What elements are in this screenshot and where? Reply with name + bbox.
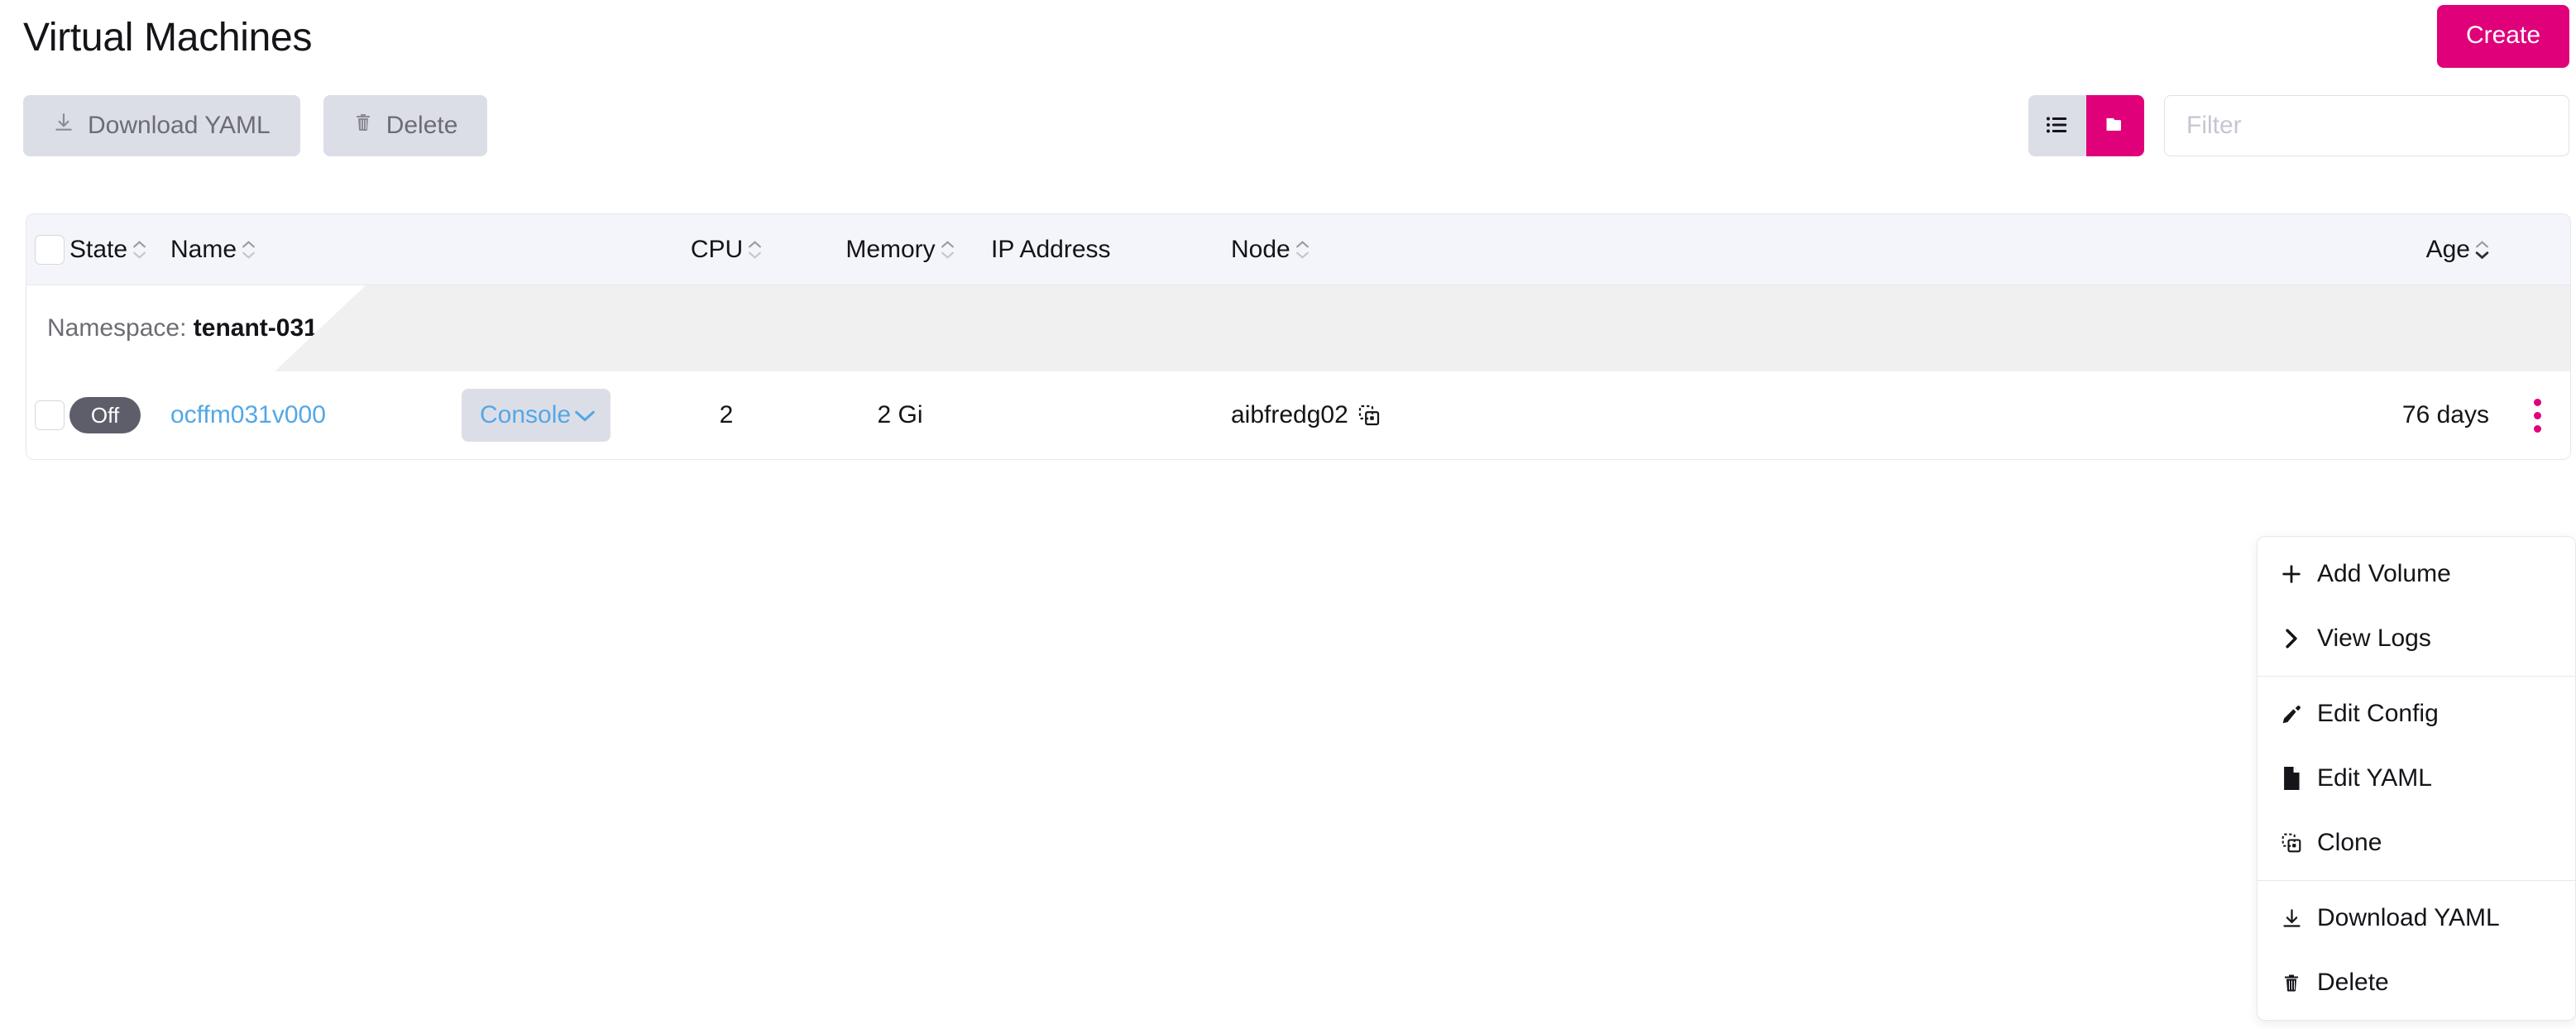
kebab-menu-icon[interactable] bbox=[2529, 394, 2546, 438]
download-yaml-label: Download YAML bbox=[88, 112, 271, 139]
page-title: Virtual Machines bbox=[23, 16, 313, 60]
cell-state: Off bbox=[69, 397, 170, 433]
row-checkbox[interactable] bbox=[35, 400, 65, 430]
kebab-dot bbox=[2533, 398, 2541, 406]
cell-actions bbox=[2504, 394, 2570, 438]
sort-icon-cpu[interactable] bbox=[748, 240, 762, 260]
delete-button[interactable]: Delete bbox=[323, 95, 488, 156]
list-view-button[interactable] bbox=[2028, 95, 2086, 156]
chevron-right-icon bbox=[2279, 628, 2304, 649]
menu-item-view-logs[interactable]: View Logs bbox=[2258, 606, 2575, 671]
table-row: Off ocffm031v000 Console 2 2 Gi aibfredg… bbox=[26, 371, 2570, 459]
copy-icon[interactable] bbox=[1357, 403, 1381, 428]
column-header-ip-address: IP Address bbox=[991, 236, 1231, 264]
menu-label-view-logs: View Logs bbox=[2317, 625, 2431, 652]
trash-icon bbox=[2279, 972, 2304, 994]
trash-icon bbox=[353, 112, 373, 140]
filter-input[interactable] bbox=[2164, 95, 2569, 156]
menu-item-edit-yaml[interactable]: Edit YAML bbox=[2258, 746, 2575, 811]
menu-item-edit-config[interactable]: Edit Config bbox=[2258, 682, 2575, 746]
menu-divider bbox=[2258, 676, 2575, 677]
column-label-cpu: CPU bbox=[690, 235, 744, 263]
column-header-memory[interactable]: Memory bbox=[809, 236, 991, 264]
delete-label: Delete bbox=[385, 112, 458, 139]
menu-label-clone: Clone bbox=[2317, 829, 2382, 856]
sort-icon-node[interactable] bbox=[1295, 240, 1310, 260]
group-view-button[interactable] bbox=[2086, 95, 2144, 156]
row-actions-menu: Add Volume View Logs Edit Config Edi bbox=[2257, 536, 2576, 1021]
column-header-cpu[interactable]: CPU bbox=[644, 236, 809, 264]
column-label-memory: Memory bbox=[845, 235, 936, 263]
column-label-node: Node bbox=[1231, 235, 1290, 263]
column-header-age[interactable]: Age bbox=[1645, 236, 2504, 264]
column-label-name: Name bbox=[170, 235, 237, 263]
menu-item-delete[interactable]: Delete bbox=[2258, 950, 2575, 1015]
namespace-group-tab: Namespace: tenant-031 bbox=[26, 285, 366, 371]
console-label: Console bbox=[480, 401, 572, 428]
kebab-dot bbox=[2533, 424, 2541, 433]
download-icon bbox=[53, 112, 74, 140]
menu-item-add-volume[interactable]: Add Volume bbox=[2258, 542, 2575, 606]
menu-label-edit-yaml: Edit YAML bbox=[2317, 764, 2432, 792]
namespace-prefix: Namespace: bbox=[47, 314, 187, 342]
menu-label-download-yaml: Download YAML bbox=[2317, 904, 2500, 931]
console-dropdown-button[interactable]: Console bbox=[462, 389, 610, 442]
menu-label-edit-config: Edit Config bbox=[2317, 700, 2439, 727]
column-header-name[interactable]: Name bbox=[170, 236, 462, 264]
table-header-row: State Name CPU bbox=[26, 214, 2570, 285]
namespace-group-row: Namespace: tenant-031 bbox=[26, 285, 2570, 371]
copy-icon bbox=[2279, 831, 2304, 854]
menu-item-download-yaml[interactable]: Download YAML bbox=[2258, 886, 2575, 950]
menu-item-clone[interactable]: Clone bbox=[2258, 811, 2575, 875]
download-yaml-button[interactable]: Download YAML bbox=[23, 95, 300, 156]
node-name: aibfredg02 bbox=[1231, 401, 1348, 428]
menu-divider bbox=[2258, 880, 2575, 881]
cell-console: Console bbox=[462, 389, 644, 442]
sort-icon-memory[interactable] bbox=[941, 240, 955, 260]
menu-label-delete: Delete bbox=[2317, 969, 2389, 996]
pencil-icon bbox=[2279, 703, 2304, 725]
download-icon bbox=[2279, 907, 2304, 930]
cell-age: 76 days bbox=[2401, 401, 2489, 428]
cell-node: aibfredg02 bbox=[1231, 401, 1645, 429]
column-header-state[interactable]: State bbox=[69, 236, 170, 264]
view-mode-toggle bbox=[2028, 95, 2144, 156]
sort-icon-name[interactable] bbox=[242, 240, 256, 260]
list-view-icon bbox=[2045, 112, 2070, 140]
cell-name: ocffm031v000 bbox=[170, 401, 462, 429]
cell-cpu: 2 bbox=[719, 401, 734, 428]
chevron-down-icon bbox=[574, 401, 596, 429]
column-header-node[interactable]: Node bbox=[1231, 236, 1645, 264]
column-label-state: State bbox=[69, 235, 128, 263]
column-label-age: Age bbox=[2425, 235, 2470, 263]
select-all-checkbox[interactable] bbox=[35, 234, 65, 265]
menu-label-add-volume: Add Volume bbox=[2317, 560, 2451, 587]
sort-icon-age[interactable] bbox=[2475, 240, 2489, 260]
select-all-cell bbox=[26, 234, 69, 265]
bulk-action-bar: Download YAML Delete bbox=[23, 95, 488, 156]
kebab-dot bbox=[2533, 411, 2541, 419]
vm-name-link[interactable]: ocffm031v000 bbox=[170, 401, 326, 428]
create-button[interactable]: Create bbox=[2437, 5, 2569, 68]
namespace-group-label: Namespace: tenant-031 bbox=[47, 314, 318, 342]
plus-icon bbox=[2279, 562, 2304, 586]
file-icon bbox=[2279, 767, 2304, 790]
status-badge: Off bbox=[69, 397, 141, 433]
column-label-ip-address: IP Address bbox=[991, 235, 1111, 263]
group-view-icon bbox=[2104, 113, 2127, 139]
namespace-value: tenant-031 bbox=[193, 314, 318, 342]
sort-icon-state[interactable] bbox=[132, 240, 146, 260]
vm-table: State Name CPU bbox=[26, 213, 2571, 460]
view-and-filter-controls bbox=[2028, 95, 2569, 156]
row-select-cell bbox=[26, 400, 69, 430]
cell-memory: 2 Gi bbox=[877, 401, 923, 428]
